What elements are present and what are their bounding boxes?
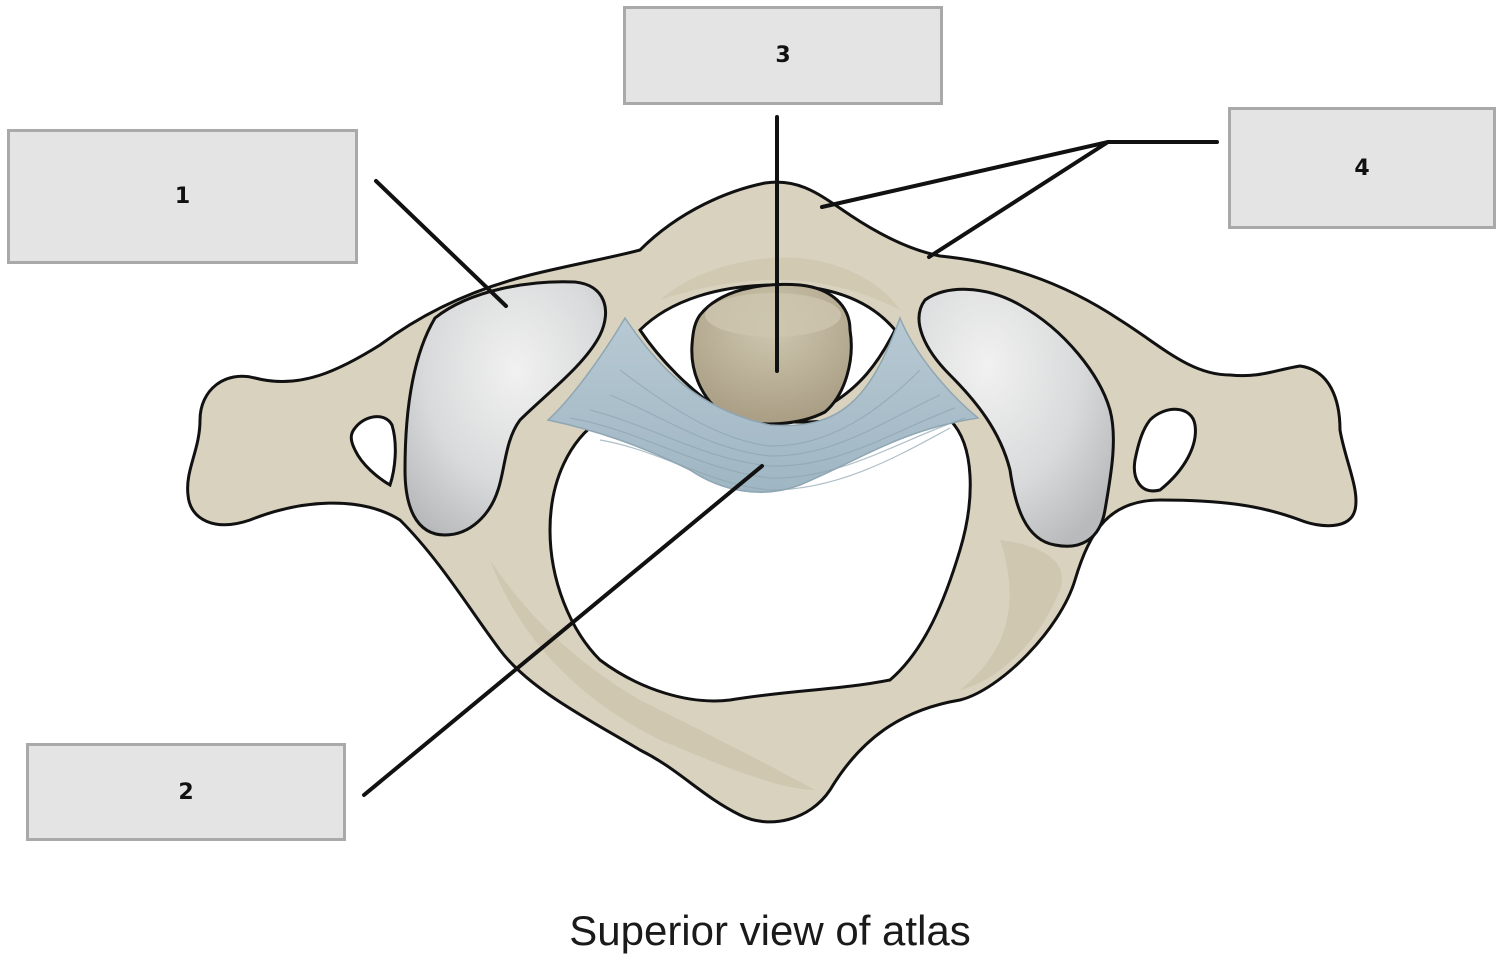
label-box-2-text: 2: [178, 779, 194, 805]
leader-lines: [362, 115, 1219, 797]
leader-line-1: [374, 179, 508, 308]
superior-articular-facet-right: [917, 287, 1115, 548]
vertebral-foramen: [548, 401, 972, 703]
label-box-2[interactable]: 2: [26, 743, 346, 841]
label-box-3[interactable]: 3: [623, 6, 943, 105]
leader-line-2: [362, 464, 764, 797]
ligament-fibers: [569, 369, 966, 491]
label-box-1-text: 1: [174, 184, 191, 209]
transverse-foramen-right: [1132, 407, 1197, 493]
transverse-ligament: [546, 315, 980, 493]
label-box-3-text: 3: [775, 43, 791, 68]
diagram-caption: Superior view of atlas: [569, 907, 971, 954]
leader-line-4b: [927, 140, 1110, 259]
anterior-arch: [660, 257, 900, 310]
dens-top: [705, 293, 841, 337]
bone-shading: [960, 540, 1062, 690]
label-box-1[interactable]: 1: [7, 129, 358, 264]
label-box-4[interactable]: 4: [1228, 107, 1496, 229]
label-box-4-text: 4: [1354, 155, 1370, 181]
superior-articular-facet-left: [403, 280, 608, 537]
transverse-foramen-left: [349, 415, 397, 488]
